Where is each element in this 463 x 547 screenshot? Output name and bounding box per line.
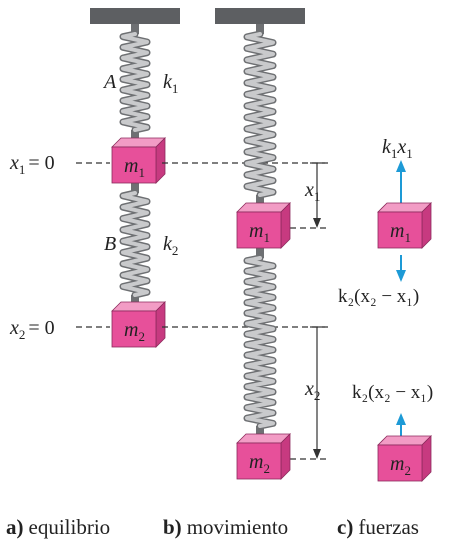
spring-coil-icon xyxy=(245,32,275,197)
mass-b2: m2 xyxy=(236,433,291,480)
force-down-label: k₂(x₂ − x₁) xyxy=(338,286,419,307)
equilibrium-label-x1: x1= 0 xyxy=(9,152,55,177)
spring-b-top xyxy=(243,24,277,205)
mass-front-face xyxy=(236,442,282,480)
displacement-x1-label: x1 xyxy=(304,179,320,204)
caption-a: a)equilibrio xyxy=(6,515,110,539)
spring-b-bottom xyxy=(243,248,277,436)
panel-c: k1x1 m1 k₂(x₂ − x₁) k₂(x₂ − x₁) m2 xyxy=(338,136,433,482)
mass-label: m1 xyxy=(249,220,270,245)
force-up-label: k1x1 xyxy=(382,136,413,161)
spring-a-bottom-k: k2 xyxy=(163,233,178,258)
spring-a-top-k: k1 xyxy=(163,71,178,96)
spring-stem-icon xyxy=(131,295,139,305)
mass-front-face xyxy=(377,444,423,482)
spring-a-top-label: A xyxy=(102,71,117,93)
mass-label: m2 xyxy=(390,453,411,478)
panel-b: m1 m2 x1 x2 xyxy=(215,8,325,480)
mass-b1: m1 xyxy=(236,202,291,249)
panel-a: A k1 B k2 m1 m2 x1= 0 x2= 0 xyxy=(9,8,180,348)
mass-label: m2 xyxy=(249,451,270,476)
mass-label: m2 xyxy=(124,319,145,344)
mass-label: m1 xyxy=(390,220,411,245)
force-m2-label: k₂(x₂ − x₁) xyxy=(352,382,433,403)
spring-stem-icon xyxy=(256,248,264,258)
spring-stem-icon xyxy=(131,183,139,193)
mass-front-face xyxy=(377,211,423,249)
mass-front-face xyxy=(236,211,282,249)
captions: a)equilibrio b)movimiento c)fuerzas xyxy=(6,515,419,539)
mass-c2: m2 xyxy=(377,435,432,482)
force-up-arrow xyxy=(396,160,406,210)
force-down-arrow xyxy=(396,255,406,282)
mass-a1: m1 xyxy=(111,137,166,184)
spring-stem-icon xyxy=(256,426,264,436)
spring-a-top xyxy=(119,24,151,140)
equilibrium-label-x2: x2= 0 xyxy=(9,317,55,342)
mass-label: m1 xyxy=(124,155,145,180)
spring-stem-icon xyxy=(256,24,264,34)
spring-a-bottom xyxy=(119,183,151,305)
spring-stem-icon xyxy=(131,130,139,140)
caption-b: b)movimiento xyxy=(163,515,288,539)
mass-a2: m2 xyxy=(111,301,166,348)
ceiling-a xyxy=(90,8,180,24)
displacement-x1-marker xyxy=(310,162,325,228)
mass-c1: m1 xyxy=(377,202,432,249)
spring-stem-icon xyxy=(256,195,264,205)
caption-c: c)fuerzas xyxy=(337,515,419,539)
displacement-x2-label: x2 xyxy=(304,378,320,403)
spring-a-bottom-label: B xyxy=(104,233,116,255)
spring-coil-icon xyxy=(245,256,275,428)
mass-front-face xyxy=(111,146,157,184)
spring-coil-icon xyxy=(121,32,149,132)
mass-front-face xyxy=(111,310,157,348)
spring-coil-icon xyxy=(121,191,149,297)
displacement-x2-marker xyxy=(310,326,325,459)
ceiling-b xyxy=(215,8,305,24)
spring-stem-icon xyxy=(131,24,139,34)
